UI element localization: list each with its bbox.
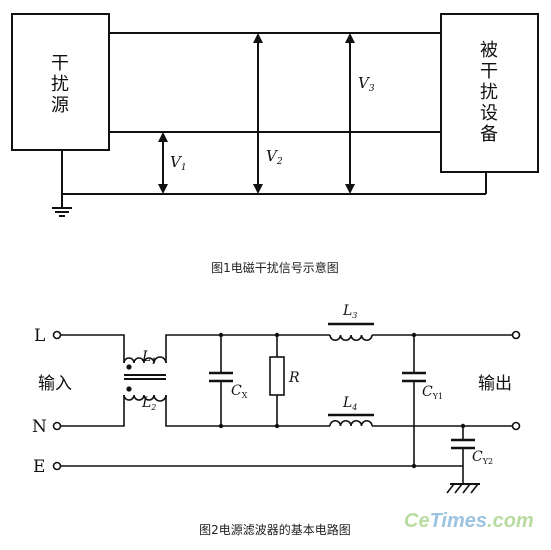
figure1-caption: 图1电磁干扰信号示意图: [211, 260, 339, 275]
victim-device-box: [440, 13, 539, 173]
L3-label: L3: [342, 303, 357, 320]
junction-dot-icon: [460, 423, 466, 429]
L4-label: L4: [342, 395, 357, 412]
figure1-emi-diagram: [11, 13, 539, 217]
cy1-capacitor-icon: [402, 335, 426, 466]
choke-dot-top-icon: [126, 364, 132, 370]
source-label-char-1: 干: [51, 53, 69, 74]
figure2-component-labels: L1 L2 L3 L4 CX R CY1 CY2: [141, 303, 493, 466]
interference-source-box: [11, 13, 110, 151]
v3-label: V3: [358, 74, 375, 94]
Cx-label: CX: [231, 383, 248, 400]
cy2-capacitor-icon: [451, 426, 475, 484]
N-line-after-choke: [165, 395, 330, 427]
device-label-char-5: 备: [480, 124, 498, 145]
terminal-E-icon: [52, 461, 62, 471]
ground-symbol-icon: [52, 207, 72, 217]
cx-capacitor-icon: [209, 335, 233, 426]
R-label: R: [288, 370, 300, 386]
choke-dot-bottom-icon: [126, 386, 132, 392]
source-label-char-3: 源: [51, 95, 69, 116]
output-label: 输出: [478, 374, 512, 394]
terminal-L-label: L: [34, 326, 45, 346]
L-line-after-choke: [165, 334, 330, 363]
terminal-L-icon: [52, 330, 62, 340]
v2-label: V2: [266, 147, 283, 167]
figure2-terminal-labels: L N E 输入 输出: [32, 326, 512, 477]
junction-dot-icon: [218, 332, 224, 338]
junction-dot-icon: [274, 332, 280, 338]
Cy1-label: CY1: [422, 384, 443, 401]
terminal-N-label: N: [32, 417, 47, 437]
terminal-E-label: E: [33, 457, 45, 477]
L1-label: L1: [141, 349, 156, 366]
figure1-labels: 干 扰 源 被 干 扰 设 备: [51, 40, 498, 145]
resistor-icon: [269, 335, 285, 426]
inductor-L3-icon: [328, 322, 374, 341]
input-label: 输入: [38, 374, 72, 394]
Cy2-label: CY2: [472, 449, 493, 466]
chassis-ground-icon: [446, 483, 480, 494]
junction-dot-icon: [218, 423, 224, 429]
terminal-N-icon: [52, 421, 62, 431]
common-mode-choke-icon: [123, 356, 167, 402]
v2-arrow: [253, 33, 263, 194]
device-label-char-4: 设: [480, 103, 498, 124]
output-terminal-top-icon: [511, 330, 521, 340]
junction-dot-icon: [411, 332, 417, 338]
figure2-filter-circuit: [52, 322, 521, 494]
junction-dot-icon: [411, 463, 417, 469]
v1-label: V1: [170, 153, 187, 173]
watermark-logo: CeTimes.com: [404, 510, 534, 532]
v3-arrow: [345, 33, 355, 194]
figure1-voltage-labels: V1 V2 V3: [170, 74, 375, 173]
device-label-char-2: 干: [480, 61, 498, 82]
inductor-L4-icon: [328, 413, 374, 427]
figure2-caption: 图2电源滤波器的基本电路图: [199, 522, 351, 537]
device-label-char-3: 扰: [480, 82, 498, 103]
v1-arrow: [158, 132, 168, 194]
junction-dots: [218, 332, 466, 469]
junction-dot-icon: [274, 423, 280, 429]
N-line-input-wire: [61, 395, 125, 427]
L2-label: L2: [141, 395, 156, 412]
device-label-char-1: 被: [480, 40, 498, 61]
L-line-input-wire: [61, 334, 125, 363]
source-label-char-2: 扰: [51, 74, 69, 95]
output-terminal-bottom-icon: [511, 421, 521, 431]
